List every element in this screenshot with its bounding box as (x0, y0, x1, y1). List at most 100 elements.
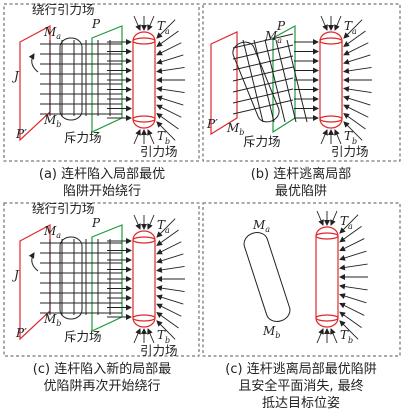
target-capsule (132, 230, 156, 328)
attraction-arrow (339, 302, 365, 316)
label-circumvent-field: 绕行引力场 (32, 201, 95, 216)
attraction-arrow (339, 283, 368, 291)
attraction-arrow (339, 320, 359, 340)
rotation-arrow (28, 53, 39, 73)
attraction-arrow (133, 214, 141, 230)
label-Ma: Ma (43, 224, 61, 240)
label-Mb: Mb (262, 324, 280, 340)
attraction-arrow (156, 95, 184, 106)
attraction-arrow (156, 320, 176, 340)
attraction-arrow (343, 42, 369, 56)
attraction-arrow (343, 113, 366, 130)
attraction-arrow (339, 238, 365, 252)
attraction-arrow (343, 19, 363, 39)
panel-c1-frame (3, 202, 200, 357)
caption-c1-line2: 优陷阱再次开始绕行 (43, 378, 160, 394)
label-Mb: Mb (43, 312, 61, 328)
caption-c1-line1: (c) 连杆陷入新的局部最 (33, 361, 171, 377)
attraction-arrow (339, 250, 367, 261)
label-Tb-sub: b (165, 137, 170, 146)
target-capsule (315, 226, 339, 328)
attraction-arrow (156, 42, 182, 56)
target-top-ring (319, 37, 343, 45)
label-attraction-field: 引力场 (140, 144, 178, 159)
attraction-arrow (156, 285, 185, 293)
attraction-arrow (147, 129, 155, 145)
attraction-arrow (334, 129, 342, 145)
panel-b-frame (202, 3, 401, 162)
attraction-arrow (343, 66, 372, 74)
rotation-arrow (28, 252, 39, 272)
attraction-arrow (147, 15, 155, 31)
attraction-arrow (156, 30, 179, 47)
attraction-arrow (330, 328, 338, 344)
plane-p-prime (210, 31, 238, 136)
field-line (286, 39, 308, 123)
label-P-prime: P′ (15, 326, 27, 340)
attraction-arrow (339, 226, 362, 243)
label-Ta-sub: a (348, 222, 353, 231)
attraction-arrow (330, 210, 338, 226)
label-Tb: T (340, 328, 349, 342)
field-line (232, 33, 294, 49)
attraction-arrow (334, 15, 342, 31)
attraction-arrow (156, 229, 179, 246)
label-repulsion-field: 斥力场 (243, 134, 281, 149)
field-line (232, 55, 294, 71)
label-repulsion-field: 斥力场 (64, 130, 102, 145)
field-line (232, 88, 294, 104)
target-top-ring (315, 232, 339, 240)
attraction-arrow (156, 253, 184, 264)
link-capsule (59, 37, 83, 121)
label-P: P (91, 17, 101, 31)
attraction-arrow (339, 214, 359, 234)
attraction-arrow (156, 312, 179, 329)
field-line (253, 39, 275, 123)
label-circumvent-field: 绕行引力场 (32, 2, 95, 17)
label-Tb-sub: b (165, 336, 170, 345)
attraction-arrow (316, 210, 324, 226)
attraction-arrow (156, 66, 185, 74)
label-attraction-field: 引力场 (140, 343, 178, 358)
target-bottom-ring (132, 115, 156, 123)
link-capsule (243, 232, 291, 322)
attraction-arrow (343, 95, 371, 106)
label-P-prime: P′ (15, 127, 27, 141)
caption-a-line2: 陷阱开始绕行 (63, 184, 141, 199)
attraction-arrow (156, 265, 185, 273)
attraction-arrow (316, 328, 324, 344)
attraction-arrow (133, 328, 141, 344)
attraction-arrow (147, 214, 155, 230)
attraction-arrow (133, 15, 141, 31)
label-Ta-sub: a (352, 27, 357, 36)
caption-c2-line2: 且安全平面消失, 最终 (238, 378, 363, 394)
target-bottom-ring (319, 115, 343, 123)
label-Tb: T (157, 328, 166, 342)
label-Ta: T (157, 19, 166, 33)
label-Mb: Mb (43, 113, 61, 129)
link-capsule (232, 41, 280, 123)
attraction-arrow (339, 263, 368, 271)
attraction-arrow (156, 19, 176, 39)
label-J: J (11, 69, 20, 83)
target-top-ring (132, 236, 156, 244)
attraction-arrow (156, 54, 184, 65)
label-P: P (91, 216, 101, 230)
caption-b-line1: (b) 连杆逃离局部 (251, 166, 352, 182)
label-Ta-sub: a (165, 27, 170, 36)
panel-c2-frame (202, 202, 401, 357)
attraction-arrow (156, 113, 179, 130)
attraction-arrow (320, 129, 328, 145)
label-repulsion-field: 斥力场 (64, 329, 102, 344)
caption-a-line1: (a) 连杆陷入局部最优 (39, 166, 165, 182)
caption-b-line2: 最优陷阱 (275, 184, 327, 199)
attraction-arrow (343, 54, 371, 65)
attraction-arrow (343, 104, 369, 118)
label-Tb: T (157, 129, 166, 143)
attraction-arrow (156, 86, 185, 94)
target-bottom-ring (315, 314, 339, 322)
